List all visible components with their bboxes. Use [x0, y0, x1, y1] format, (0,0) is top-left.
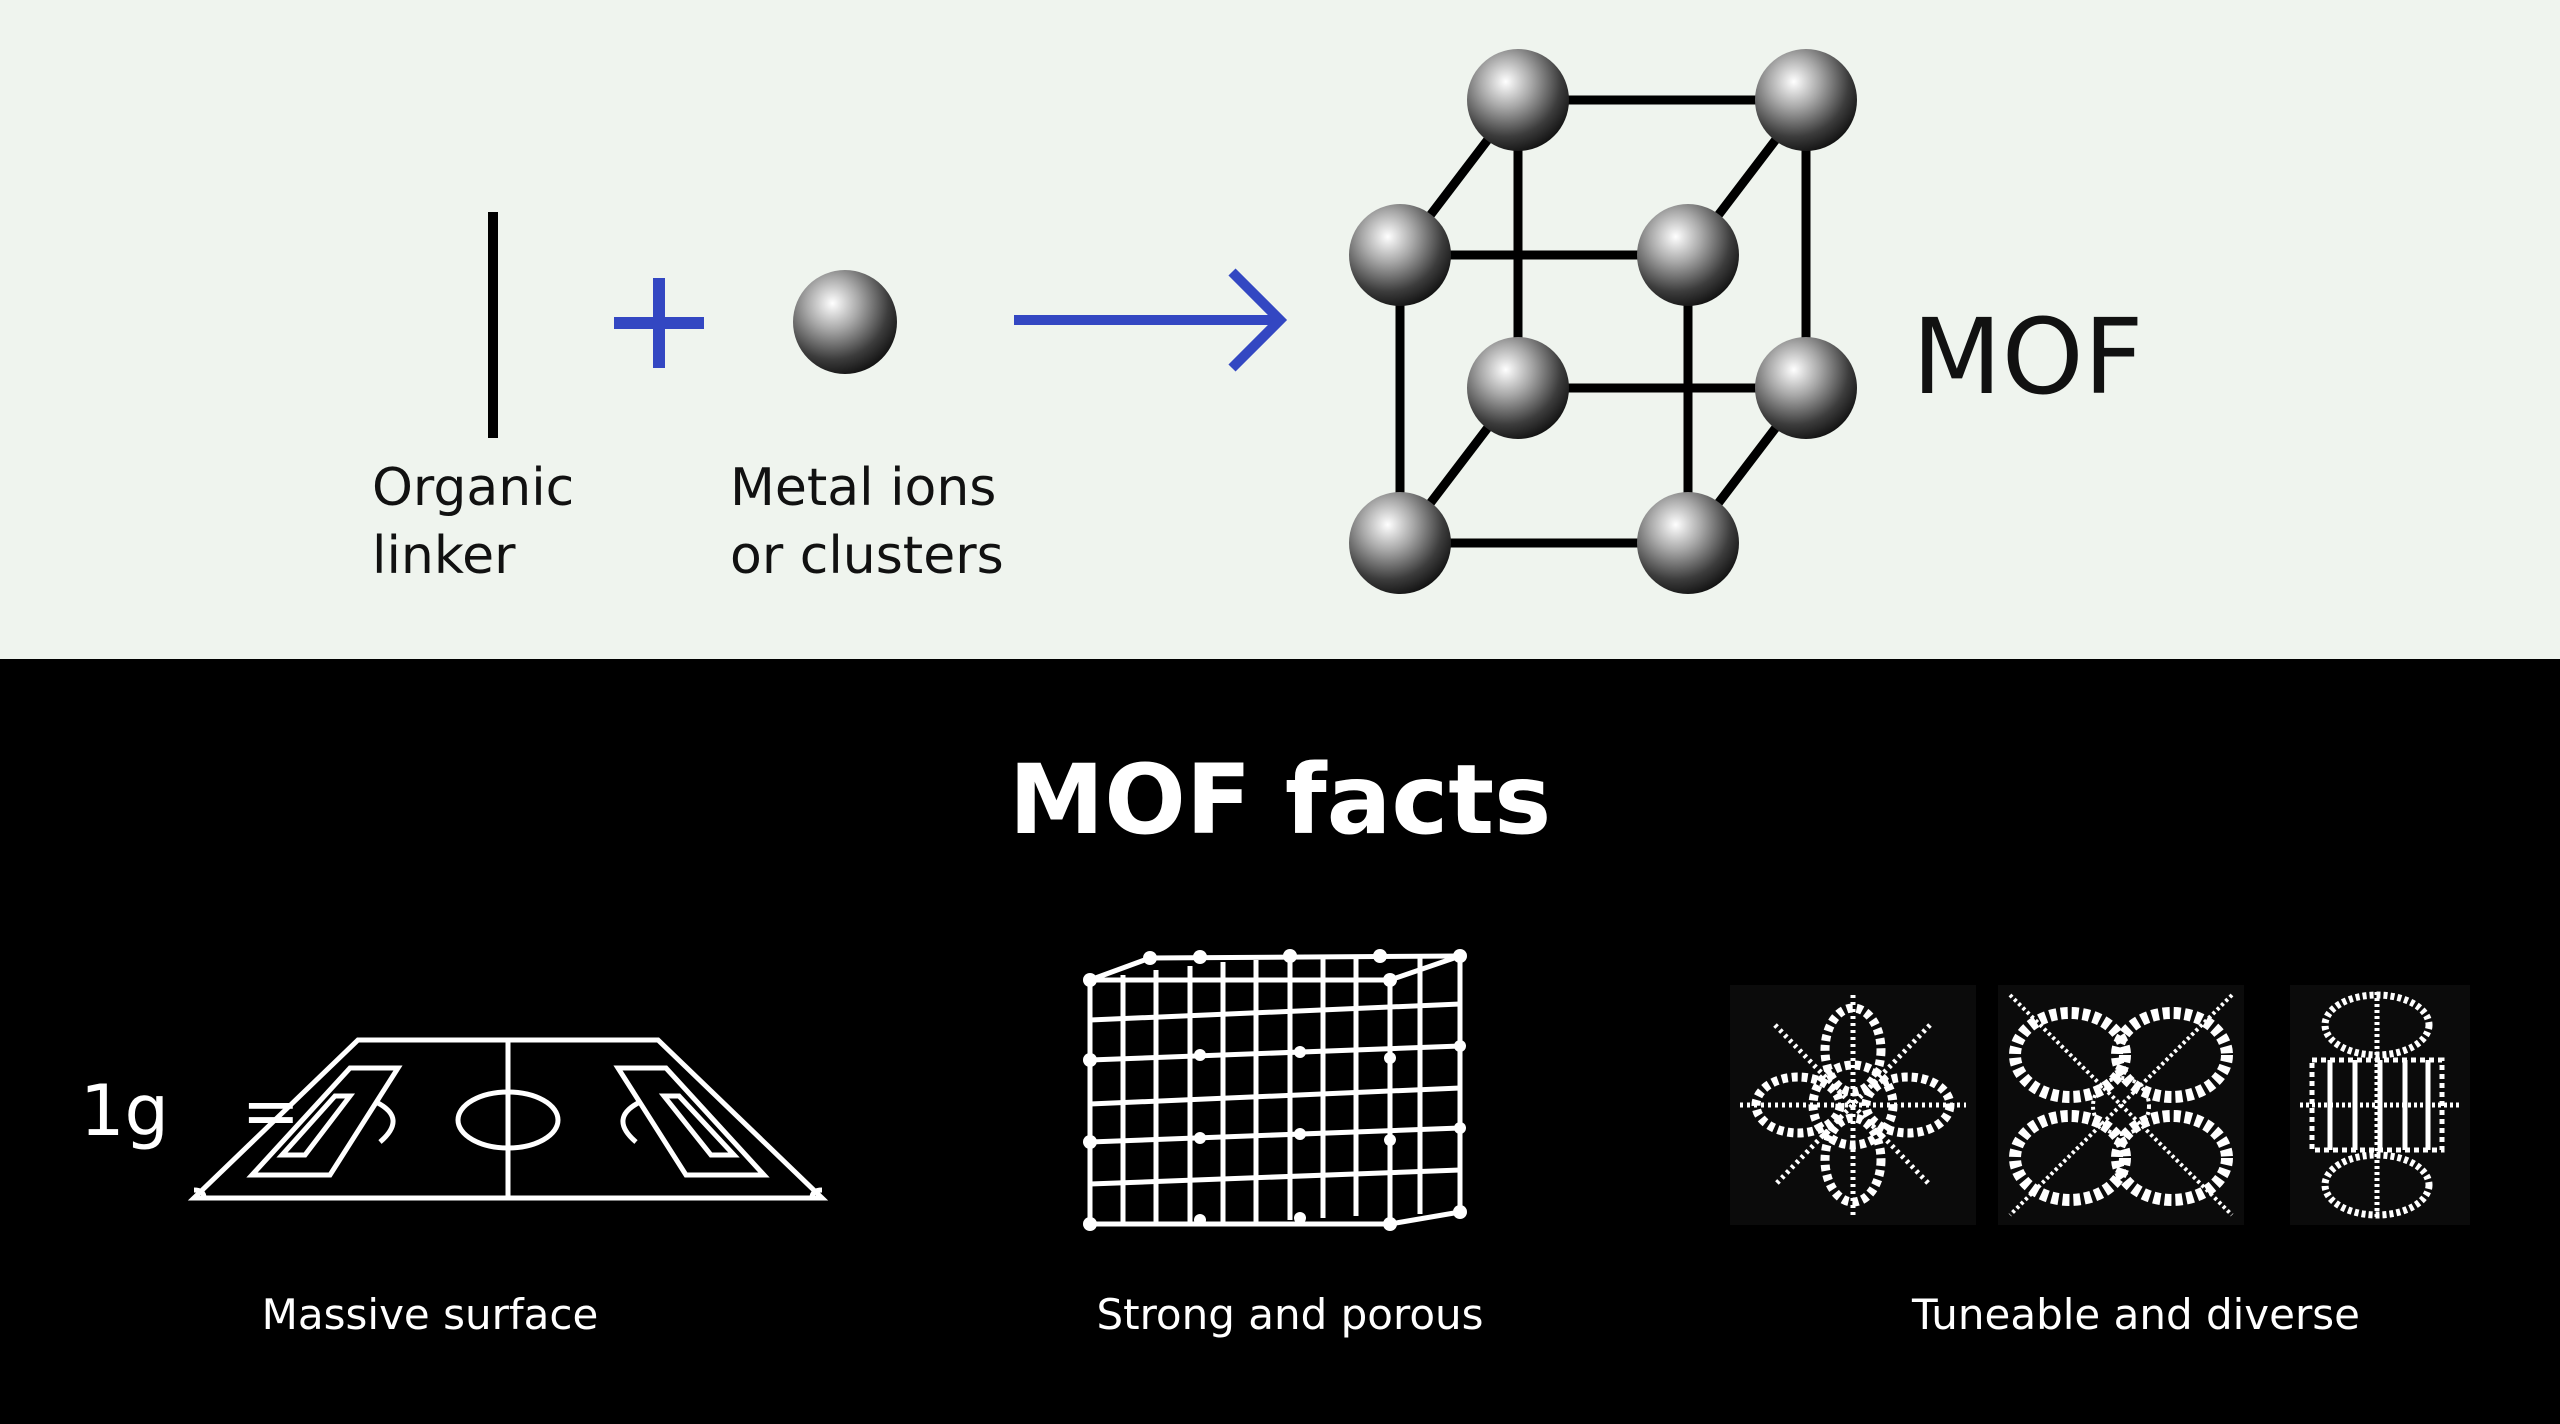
synthesis-panel: [0, 0, 2560, 659]
mof-label: MOF: [1912, 296, 2144, 418]
organic-linker-label-line2: linker: [372, 525, 516, 586]
structure-2: [2009, 1007, 2233, 1206]
cube-node: [1349, 204, 1451, 306]
cube-node: [1637, 204, 1739, 306]
metal-ions-label-line2: or clusters: [730, 525, 1004, 586]
equals-sign: =: [241, 1070, 301, 1152]
mof-cube-icon: [1349, 49, 1857, 594]
cube-node: [1755, 49, 1857, 151]
organic-linker-label: Organic linker: [372, 455, 574, 590]
porous-framework-icon: [1087, 953, 1463, 1227]
cube-node: [1349, 492, 1451, 594]
mass-equation: 1g =: [80, 1066, 300, 1157]
caption-massive-surface: Massive surface: [261, 1290, 599, 1339]
cube-node: [1755, 337, 1857, 439]
cube-node: [1467, 49, 1569, 151]
metal-ions-label-line1: Metal ions: [730, 458, 997, 518]
football-pitch-icon: [187, 1037, 829, 1201]
metal-ions-label: Metal ions or clusters: [730, 455, 1004, 590]
structure-3: [2300, 991, 2460, 1219]
cube-node: [1467, 337, 1569, 439]
caption-tuneable-diverse: Tuneable and diverse: [1912, 1290, 2360, 1339]
cube-node: [1637, 492, 1739, 594]
caption-strong-porous: Strong and porous: [1096, 1290, 1484, 1339]
diverse-structures-icon: [1730, 985, 2470, 1225]
plus-icon: [614, 278, 704, 368]
mass-amount: 1g: [80, 1070, 169, 1152]
porous-framework-nodes: [1083, 949, 1467, 1231]
organic-linker-label-line1: Organic: [372, 458, 575, 518]
reaction-arrow-icon: [1014, 268, 1288, 372]
metal-ion-sphere: [793, 270, 897, 374]
facts-title: MOF facts: [1008, 744, 1552, 856]
